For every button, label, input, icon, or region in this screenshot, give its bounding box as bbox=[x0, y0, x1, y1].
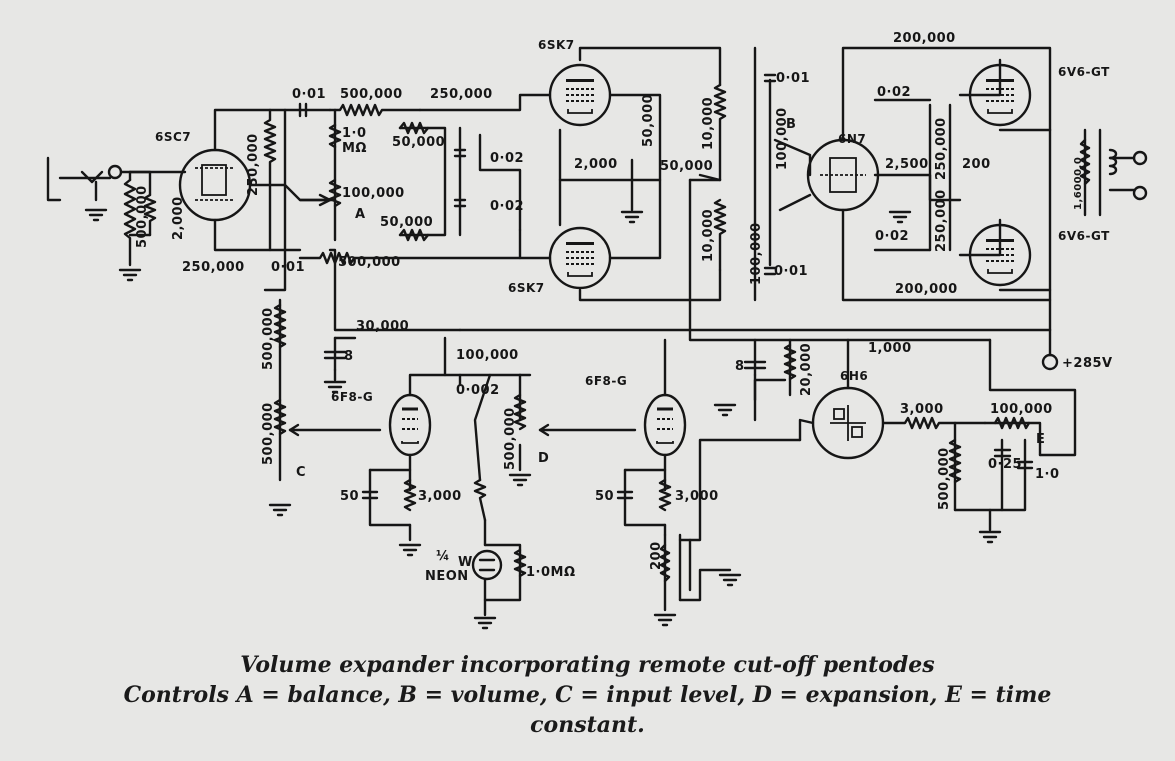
label-r20k: 20,000 bbox=[799, 343, 814, 396]
label-c025: 0·25 bbox=[988, 457, 1022, 472]
tube-6sk7-bottom bbox=[548, 226, 612, 290]
label-pot-a: A bbox=[355, 207, 366, 222]
label-r250k-n1: 250,000 bbox=[934, 117, 949, 180]
label-c8-b: 8 bbox=[735, 359, 745, 374]
label-r30k: 30,000 bbox=[356, 319, 409, 334]
label-c001-b1: 0·01 bbox=[776, 71, 810, 86]
label-r50k-b: 50,000 bbox=[380, 215, 433, 230]
tube-label-6f8-g-left: 6F8-G bbox=[331, 390, 373, 404]
label-r1meg-neon: 1·0MΩ bbox=[526, 565, 576, 580]
label-c8-a: 8 bbox=[344, 349, 354, 364]
label-c50-a: 50 bbox=[340, 489, 359, 504]
label-c10: 1·0 bbox=[1035, 467, 1060, 482]
label-r200: 200 bbox=[962, 157, 991, 172]
label-r50k-plate: 50,000 bbox=[660, 159, 713, 174]
label-c001-bot: 0·01 bbox=[271, 260, 305, 275]
label-pot100k-a: 100,000 bbox=[342, 186, 405, 201]
tube-label-6f8-g-right: 6F8-G bbox=[585, 374, 627, 388]
label-r2000-cath: 2,000 bbox=[574, 157, 618, 172]
label-r250k-vert: 250,000 bbox=[246, 133, 261, 196]
tube-label-6sk7-bottom: 6SK7 bbox=[508, 281, 545, 295]
tube-6f8-g-left bbox=[388, 393, 432, 457]
tube-label-6v6-gt-top: 6V6-GT bbox=[1058, 65, 1110, 79]
tube-6f8-g-right bbox=[643, 393, 687, 457]
label-pot-b: B bbox=[786, 117, 796, 132]
schematic-diagram: 6SC7 6SK7 6SK7 6N7 6V6-GT 6V6-GT 6F8-G 6… bbox=[46, 31, 1148, 630]
label-r3000-e: 3,000 bbox=[900, 402, 944, 417]
caption-line-3: constant. bbox=[530, 712, 645, 738]
label-r500k-top: 500,000 bbox=[340, 87, 403, 102]
label-r10k-b: 10,000 bbox=[701, 209, 716, 262]
label-c002-c: 0·02 bbox=[877, 85, 911, 100]
caption-line-2: Controls A = balance, B = volume, C = in… bbox=[123, 682, 1052, 708]
label-r250k-bot: 250,000 bbox=[182, 260, 245, 275]
label-neon-w: W bbox=[458, 555, 473, 570]
label-r250k-n2: 250,000 bbox=[934, 189, 949, 252]
label-r2000-in: 2,000 bbox=[171, 196, 186, 240]
label-neon-frac: ¼ bbox=[436, 549, 450, 564]
label-r50k-a: 50,000 bbox=[392, 135, 445, 150]
tube-label-6h6: 6H6 bbox=[840, 369, 868, 383]
label-r50k-cath: 50,000 bbox=[641, 94, 656, 147]
label-r500k-c2: 500,000 bbox=[261, 402, 276, 465]
label-c0002: 0·002 bbox=[456, 383, 500, 398]
label-c50-b: 50 bbox=[595, 489, 614, 504]
label-r2500: 2,500 bbox=[885, 157, 929, 172]
label-c001: 0·01 bbox=[292, 87, 326, 102]
label-r500k-bot: 500,000 bbox=[338, 255, 401, 270]
label-pot-e: E bbox=[1036, 432, 1045, 447]
label-r100k-b2: 100,000 bbox=[749, 222, 764, 285]
label-r200k-top: 200,000 bbox=[893, 31, 956, 46]
label-pot500k-d: 500,000 bbox=[503, 407, 518, 470]
tube-6h6 bbox=[811, 386, 885, 460]
label-r100k-e: 100,000 bbox=[990, 402, 1053, 417]
tube-6sc7 bbox=[178, 148, 252, 222]
label-r200k-bot: 200,000 bbox=[895, 282, 958, 297]
label-pot-c: C bbox=[296, 465, 306, 480]
label-r500k-in: 500,000 bbox=[135, 185, 150, 248]
label-neon: NEON bbox=[425, 569, 469, 584]
label-t-sec: 1,6000,0 bbox=[1073, 157, 1084, 210]
label-pot-d: D bbox=[538, 451, 549, 466]
label-r10k-a: 10,000 bbox=[701, 97, 716, 150]
label-r500k-e: 500,000 bbox=[937, 447, 952, 510]
label-t-prim: 200 bbox=[649, 541, 664, 570]
label-r1meg-unit: MΩ bbox=[342, 141, 367, 156]
tube-labels: 6SC7 6SK7 6SK7 6N7 6V6-GT 6V6-GT 6F8-G 6… bbox=[155, 38, 1110, 404]
label-c002-b: 0·02 bbox=[490, 199, 524, 214]
label-r100k-d: 100,000 bbox=[456, 348, 519, 363]
label-r250k-top: 250,000 bbox=[430, 87, 493, 102]
tube-label-6sc7: 6SC7 bbox=[155, 130, 191, 144]
tube-label-6sk7-top: 6SK7 bbox=[538, 38, 575, 52]
label-c002-d: 0·02 bbox=[875, 229, 909, 244]
label-r500k-c1: 500,000 bbox=[261, 307, 276, 370]
tube-6n7 bbox=[806, 138, 880, 212]
label-r1000: 1,000 bbox=[868, 341, 912, 356]
tube-label-6v6-gt-bottom: 6V6-GT bbox=[1058, 229, 1110, 243]
label-r1meg: 1·0 bbox=[342, 126, 367, 141]
caption-line-1: Volume expander incorporating remote cut… bbox=[240, 652, 935, 678]
tube-6sk7-top bbox=[548, 63, 612, 127]
label-c002-a: 0·02 bbox=[490, 151, 524, 166]
label-pot100k-b: 100,000 bbox=[775, 107, 790, 170]
label-b-plus: +285V bbox=[1062, 356, 1113, 371]
component-labels: 0·01 500,000 250,000 250,000 1·0 MΩ 100,… bbox=[135, 31, 1113, 584]
label-r3000-a: 3,000 bbox=[418, 489, 462, 504]
label-r3000-b: 3,000 bbox=[675, 489, 719, 504]
circuit-wiring bbox=[46, 46, 1148, 617]
tube-label-6n7: 6N7 bbox=[838, 132, 866, 146]
label-c001-b2: 0·01 bbox=[774, 264, 808, 279]
